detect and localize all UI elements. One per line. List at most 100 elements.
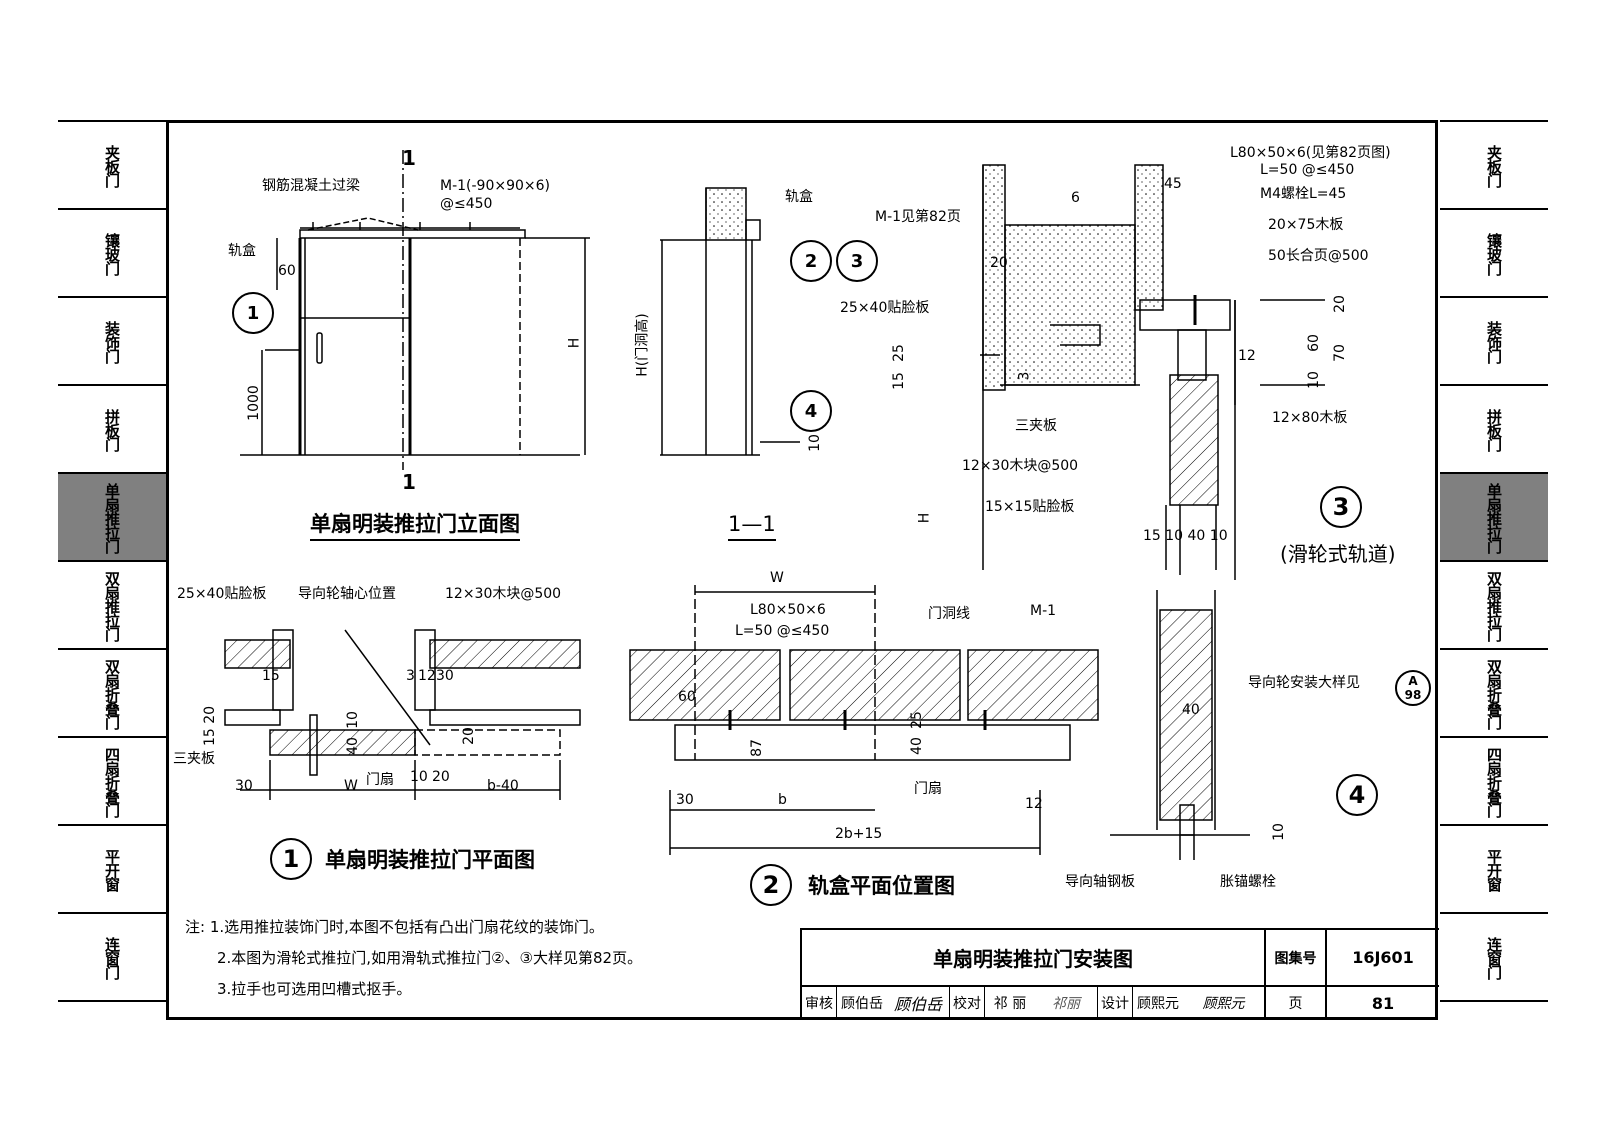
- detail3-board80: 12×80木板: [1272, 410, 1348, 426]
- detail3-dh: H: [916, 512, 933, 524]
- category-tab[interactable]: 双扇推拉门: [1440, 560, 1548, 650]
- detail3-d20: 20: [990, 255, 1008, 271]
- category-tab[interactable]: 单扇推拉门: [1440, 472, 1548, 562]
- category-tab[interactable]: 双扇折叠门: [58, 648, 166, 738]
- plan1-ply: 三夹板: [173, 751, 215, 767]
- detail3-face25: 25×40贴脸板: [840, 300, 930, 316]
- section-mark-bottom: 1: [402, 470, 416, 494]
- category-tab[interactable]: 拼板门: [58, 384, 166, 474]
- detail3-hinge: 50长合页@500: [1268, 248, 1369, 264]
- section-title: 1—1: [728, 512, 776, 541]
- elevation-track-box: 轨盒: [228, 243, 256, 259]
- category-tab[interactable]: 单扇推拉门: [58, 472, 166, 562]
- plan2-d87: 87: [748, 739, 765, 757]
- plan2-title: 轨盒平面位置图: [808, 874, 955, 898]
- plan1-d30b: 30: [436, 668, 454, 684]
- detail3-d45: 45: [1164, 176, 1182, 192]
- category-tab[interactable]: 连窗门: [58, 912, 166, 1002]
- detail3-bottom-dims: 15 10 40 10: [1143, 528, 1228, 544]
- category-tab-label: 双扇推拉门: [1485, 571, 1503, 641]
- category-tab[interactable]: 四扇折叠门: [1440, 736, 1548, 826]
- plan1-number: 1: [270, 838, 312, 880]
- drawing-title: 单扇明装推拉门安装图: [933, 947, 1133, 971]
- category-tab-label: 装饰门: [1485, 321, 1503, 363]
- category-tab-label: 双扇折叠门: [103, 659, 121, 729]
- category-tab[interactable]: 四扇折叠门: [58, 736, 166, 826]
- category-tab[interactable]: 平开窗: [1440, 824, 1548, 914]
- designer-signature: 顾熙元: [1202, 996, 1245, 1012]
- detail-4-drawing: [1110, 590, 1250, 860]
- section-mark-top: 1: [402, 146, 416, 170]
- detail3-d25: 25: [890, 344, 907, 362]
- detail-ref-2: 2: [790, 240, 832, 282]
- category-tab[interactable]: 装饰门: [1440, 296, 1548, 386]
- m1-spacing: @≤450: [440, 196, 493, 212]
- category-tab[interactable]: 拼板门: [1440, 384, 1548, 474]
- plan1-face: 25×40贴脸板: [177, 586, 267, 602]
- category-tab-label: 拼板门: [103, 409, 121, 451]
- designer-name: 顾熙元: [1137, 996, 1179, 1012]
- plan1-d15: 15: [262, 668, 280, 684]
- detail3-angle: L80×50×6(见第82页图): [1230, 145, 1391, 161]
- detail3-d10: 10: [1305, 371, 1322, 389]
- plan1-d40: 40: [344, 737, 361, 755]
- category-tab-label: 连窗门: [1485, 937, 1503, 979]
- plan1-db40: b-40: [487, 778, 519, 794]
- plan1-d20b: 20: [432, 769, 450, 785]
- detail-ref-3: 3: [836, 240, 878, 282]
- category-tab-label: 双扇折叠门: [1485, 659, 1503, 729]
- elevation-dim-60: 60: [278, 263, 296, 279]
- category-tab[interactable]: 镶玻门: [58, 208, 166, 298]
- category-tab[interactable]: 连窗门: [1440, 912, 1548, 1002]
- note-3: 3.拉手也可选用凹槽式抠手。: [217, 980, 412, 998]
- detail4-guide-ref: 导向轮安装大样见: [1248, 675, 1360, 691]
- title-block: 单扇明装推拉门安装图 图集号 16J601 审核 顾伯岳 顾伯岳 校对 祁 丽 …: [800, 928, 1439, 1019]
- plan-2-drawing: [629, 585, 1099, 855]
- plan1-d20c: 20: [460, 727, 477, 745]
- tab-bottom-rule: [1440, 1000, 1548, 1002]
- review-label: 审核: [802, 987, 837, 1019]
- detail4-bolt: 胀锚螺栓: [1220, 874, 1276, 890]
- detail3-angle2: L=50 @≤450: [1260, 162, 1355, 178]
- plan1-title: 单扇明装推拉门平面图: [325, 848, 535, 872]
- category-tab-label: 夹板门: [103, 145, 121, 187]
- category-tab[interactable]: 镶玻门: [1440, 208, 1548, 298]
- detail-ref-4: 4: [790, 390, 832, 432]
- beam-label: 钢筋混凝土过梁: [262, 178, 360, 194]
- check-label: 校对: [950, 987, 985, 1019]
- detail3-board75: 20×75木板: [1268, 217, 1344, 233]
- checker-signature: 祁丽: [1035, 987, 1098, 1019]
- category-tab-label: 双扇推拉门: [103, 571, 121, 641]
- section-1-1-drawing: [660, 187, 800, 456]
- category-tab[interactable]: 夹板门: [1440, 120, 1548, 210]
- category-tab-label: 镶玻门: [1485, 233, 1503, 275]
- atlas-number: 16J601: [1352, 948, 1414, 967]
- detail3-m1: M-1见第82页: [875, 209, 961, 225]
- elevation-dim-h: H: [566, 337, 583, 349]
- detail3-bolt: M4螺栓L=45: [1260, 186, 1347, 202]
- category-tab-label: 夹板门: [1485, 145, 1503, 187]
- category-tab[interactable]: 夹板门: [58, 120, 166, 210]
- elevation-dim-1000: 1000: [245, 385, 262, 421]
- section-dim-10: 10: [806, 434, 823, 452]
- atlas-label: 图集号: [1274, 950, 1317, 967]
- category-tab-label: 平开窗: [1485, 849, 1503, 891]
- category-tab[interactable]: 双扇推拉门: [58, 560, 166, 650]
- m1-label: M-1(-90×90×6): [440, 178, 551, 194]
- plan1-d12: 12: [418, 668, 436, 684]
- design-label: 设计: [1098, 987, 1133, 1019]
- plan2-opening: 门洞线: [928, 606, 970, 622]
- detail3-d6: 6: [1071, 190, 1080, 206]
- category-tab[interactable]: 平开窗: [58, 824, 166, 914]
- detail-3-drawing: [980, 164, 1325, 580]
- category-tab[interactable]: 双扇折叠门: [1440, 648, 1548, 738]
- detail4-d40: 40: [1182, 702, 1200, 718]
- category-tab[interactable]: 装饰门: [58, 296, 166, 386]
- section-track-box: 轨盒: [785, 189, 813, 205]
- notes: 注: 1.选用推拉装饰门时,本图不包括有凸出门扇花纹的装饰门。 2.本图为滑轮式…: [185, 912, 642, 1005]
- category-tab-label: 平开窗: [103, 849, 121, 891]
- elevation-drawing: [240, 150, 590, 470]
- category-tab-label: 装饰门: [103, 321, 121, 363]
- tab-bottom-rule: [58, 1000, 166, 1002]
